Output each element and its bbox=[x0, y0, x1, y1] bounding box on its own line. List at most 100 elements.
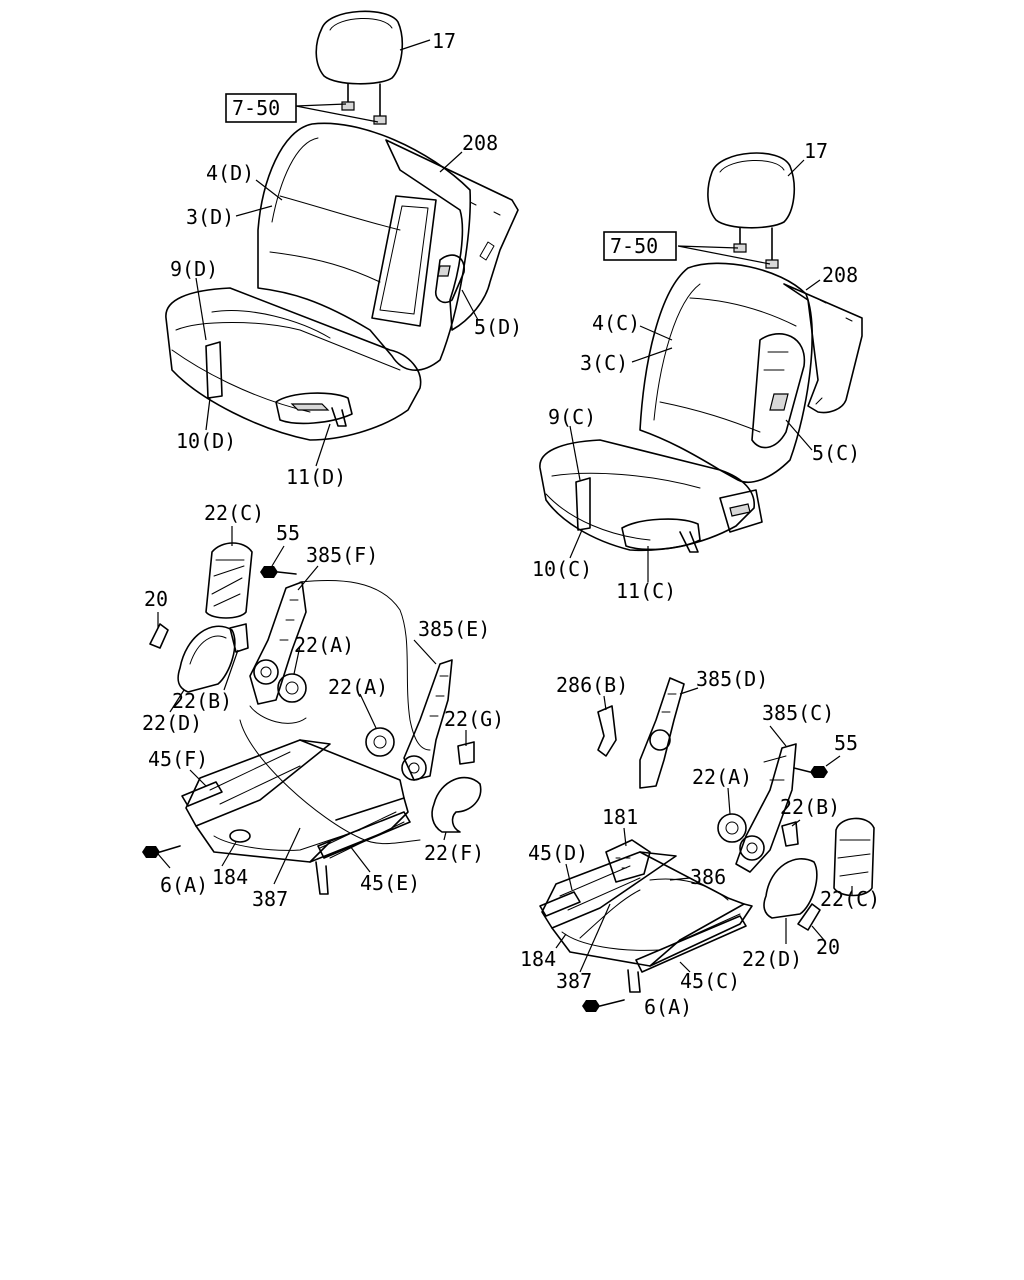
right-seat-assembly bbox=[539, 152, 863, 553]
bolt-6a-right bbox=[582, 1000, 600, 1012]
label-s1-11d: 11(D) bbox=[286, 465, 346, 489]
seat-back-right bbox=[639, 262, 813, 484]
bracket-22g bbox=[457, 741, 475, 765]
label-f1-387: 387 bbox=[252, 887, 288, 911]
recliner-385c bbox=[735, 743, 797, 873]
label-s1-17: 17 bbox=[432, 29, 456, 53]
cover-22d-left bbox=[177, 625, 236, 693]
label-box-s1-7-50 bbox=[225, 93, 297, 123]
label-f2-385d: 385(D) bbox=[696, 667, 768, 691]
headrest-left bbox=[315, 10, 404, 85]
label-s2-208: 208 bbox=[822, 263, 858, 287]
part-labels: 17 7-50 208 4(D) 3(D) 9(D) 5(D) 10(D) 11… bbox=[142, 29, 880, 1019]
wire-184-left bbox=[229, 829, 251, 843]
clip-20-left bbox=[149, 623, 169, 649]
label-f1-385e: 385(E) bbox=[418, 617, 490, 641]
label-s1-208: 208 bbox=[462, 131, 498, 155]
label-s2-7-50: 7-50 bbox=[610, 234, 658, 258]
slide-rail-45f bbox=[181, 781, 223, 807]
left-seat-assembly bbox=[165, 10, 519, 441]
cover-22c-right bbox=[833, 817, 875, 897]
label-f2-286b: 286(B) bbox=[556, 673, 628, 697]
label-f2-386: 386 bbox=[690, 865, 726, 889]
recliner-385d bbox=[639, 677, 685, 789]
wire-387-right bbox=[579, 889, 641, 939]
label-s2-17: 17 bbox=[804, 139, 828, 163]
label-s2-4c: 4(C) bbox=[592, 311, 640, 335]
wire-184-right bbox=[561, 931, 661, 951]
release-cable-left bbox=[299, 580, 431, 751]
label-s2-11c: 11(C) bbox=[616, 579, 676, 603]
seat-cushion-right bbox=[539, 439, 755, 552]
label-s2-5c: 5(C) bbox=[812, 441, 860, 465]
label-s1-5d: 5(D) bbox=[474, 315, 522, 339]
label-box-s2-7-50 bbox=[603, 231, 677, 261]
cover-22c-left bbox=[205, 542, 253, 619]
label-f1-22d: 22(D) bbox=[142, 711, 202, 735]
label-f2-385c: 385(C) bbox=[762, 701, 834, 725]
right-frame-assembly bbox=[539, 677, 875, 1012]
label-f2-387: 387 bbox=[556, 969, 592, 993]
label-f1-22f: 22(F) bbox=[424, 841, 484, 865]
label-f1-55: 55 bbox=[276, 521, 300, 545]
cover-22f bbox=[431, 776, 482, 833]
label-f2-22d: 22(D) bbox=[742, 947, 802, 971]
bolt-6a-left bbox=[142, 846, 160, 858]
recliner-385e bbox=[403, 659, 453, 781]
label-f2-55: 55 bbox=[834, 731, 858, 755]
label-s2-10c: 10(C) bbox=[532, 557, 592, 581]
seat-cushion-left bbox=[165, 287, 422, 441]
label-f2-22b: 22(B) bbox=[780, 795, 840, 819]
label-f2-45c: 45(C) bbox=[680, 969, 740, 993]
bracket-181 bbox=[605, 839, 651, 883]
label-f1-22b: 22(B) bbox=[172, 689, 232, 713]
label-s1-9d: 9(D) bbox=[170, 257, 218, 281]
label-f1-22a-2: 22(A) bbox=[328, 675, 388, 699]
bolt-55-left bbox=[260, 566, 278, 578]
left-frame-assembly bbox=[142, 542, 482, 895]
label-f1-22g: 22(G) bbox=[444, 707, 504, 731]
slide-rail-45e bbox=[317, 811, 411, 859]
label-f1-385f: 385(F) bbox=[306, 543, 378, 567]
bracket-22b-right bbox=[781, 821, 799, 847]
slide-rail-45c bbox=[635, 915, 747, 973]
label-s1-3d: 3(D) bbox=[186, 205, 234, 229]
headrest-guide-right bbox=[733, 243, 747, 253]
label-f1-45e: 45(E) bbox=[360, 871, 420, 895]
bolt-55-right bbox=[810, 766, 828, 778]
seat-lever-right bbox=[621, 518, 701, 551]
label-f1-22a-1: 22(A) bbox=[294, 633, 354, 657]
label-f2-22a: 22(A) bbox=[692, 765, 752, 789]
label-f2-184: 184 bbox=[520, 947, 556, 971]
headrest-guide-left bbox=[341, 101, 355, 111]
disc-22a-2 bbox=[365, 727, 395, 757]
recliner-385f bbox=[249, 581, 307, 705]
trim-board-right bbox=[783, 283, 863, 414]
label-s1-4d: 4(D) bbox=[206, 161, 254, 185]
label-f1-22c: 22(C) bbox=[204, 501, 264, 525]
disc-22a-1 bbox=[277, 673, 307, 703]
headrest-right bbox=[707, 152, 796, 229]
label-f2-22c: 22(C) bbox=[820, 887, 880, 911]
leader-lines bbox=[157, 39, 853, 973]
seat-back-left bbox=[257, 122, 472, 371]
back-armrest-panel bbox=[371, 195, 437, 327]
label-f1-20: 20 bbox=[144, 587, 168, 611]
label-f2-45d: 45(D) bbox=[528, 841, 588, 865]
label-f2-181: 181 bbox=[602, 805, 638, 829]
label-f2-20: 20 bbox=[816, 935, 840, 959]
label-s1-7-50: 7-50 bbox=[232, 96, 280, 120]
label-f1-6a: 6(A) bbox=[160, 873, 208, 897]
bracket-286b bbox=[597, 705, 617, 757]
label-s2-3c: 3(C) bbox=[580, 351, 628, 375]
label-s2-9c: 9(C) bbox=[548, 405, 596, 429]
clip-20-right bbox=[797, 903, 821, 931]
cover-22d-right bbox=[763, 858, 818, 919]
seat-lever-left bbox=[275, 392, 353, 425]
label-s1-10d: 10(D) bbox=[176, 429, 236, 453]
label-f2-6a: 6(A) bbox=[644, 995, 692, 1019]
slide-rail-45d bbox=[539, 891, 581, 917]
wire-386 bbox=[649, 878, 729, 901]
label-f1-184: 184 bbox=[212, 865, 248, 889]
